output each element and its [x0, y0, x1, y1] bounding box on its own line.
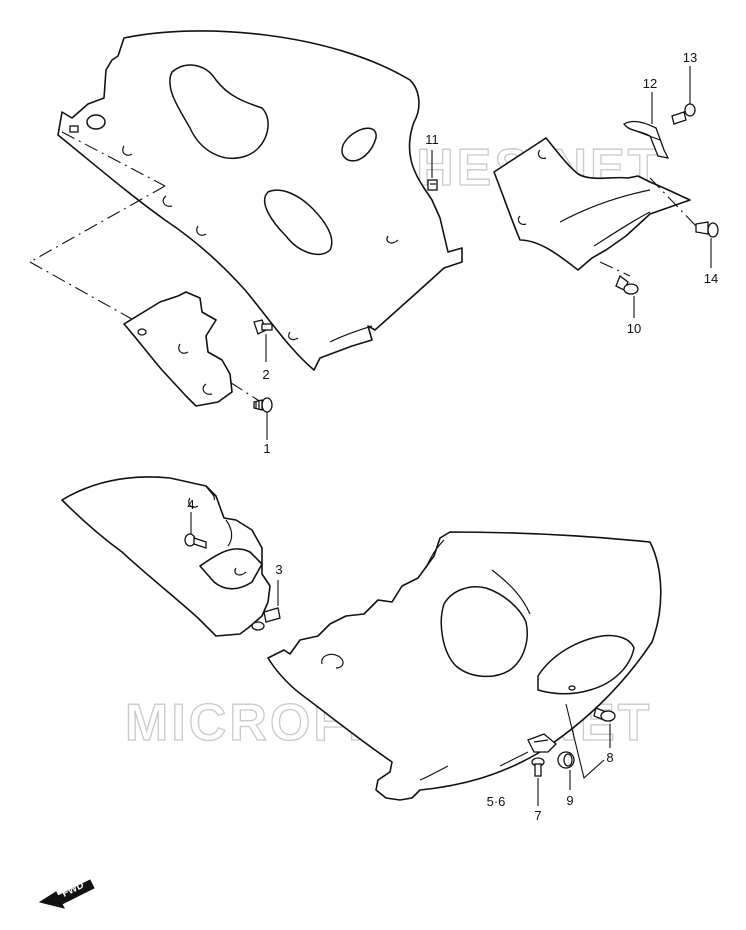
- bracket-12-icon: [623, 120, 670, 159]
- callout-8: 8: [606, 750, 613, 765]
- callout-2: 2: [262, 367, 269, 382]
- upper-left-cowl: [57, 30, 463, 371]
- callout-12: 12: [643, 76, 657, 91]
- screw-2-icon: [253, 319, 273, 335]
- callout-7: 7: [534, 808, 541, 823]
- callout-4: 4: [187, 497, 194, 512]
- callout-14: 14: [704, 271, 718, 286]
- callout-3: 3: [275, 562, 282, 577]
- grommet-9-icon: [557, 751, 575, 769]
- fwd-arrow-icon: FWD: [38, 879, 95, 909]
- callout-9: 9: [566, 793, 573, 808]
- callout-13: 13: [683, 50, 697, 65]
- callout-11: 11: [425, 132, 439, 147]
- screw-14-icon: [695, 221, 719, 238]
- callout-5-6: 5·6: [487, 794, 506, 809]
- clip-3-icon: [251, 607, 281, 631]
- upper-right-panel: [493, 137, 691, 271]
- clip-5-6-icon: [527, 733, 557, 753]
- lower-right-under-cowl: [267, 531, 662, 801]
- upper-left-inner-panel: [123, 291, 233, 407]
- screw-1-icon: [253, 397, 273, 413]
- fastener-10-icon: [615, 274, 639, 295]
- screw-4-icon: [184, 533, 207, 549]
- screw-13-icon: [671, 103, 696, 125]
- lower-left-inner-panel: [61, 476, 271, 637]
- callout-1: 1: [263, 441, 270, 456]
- screw-7-icon: [531, 757, 545, 777]
- fastener-8-icon: [593, 707, 616, 722]
- callout-10: 10: [627, 321, 641, 336]
